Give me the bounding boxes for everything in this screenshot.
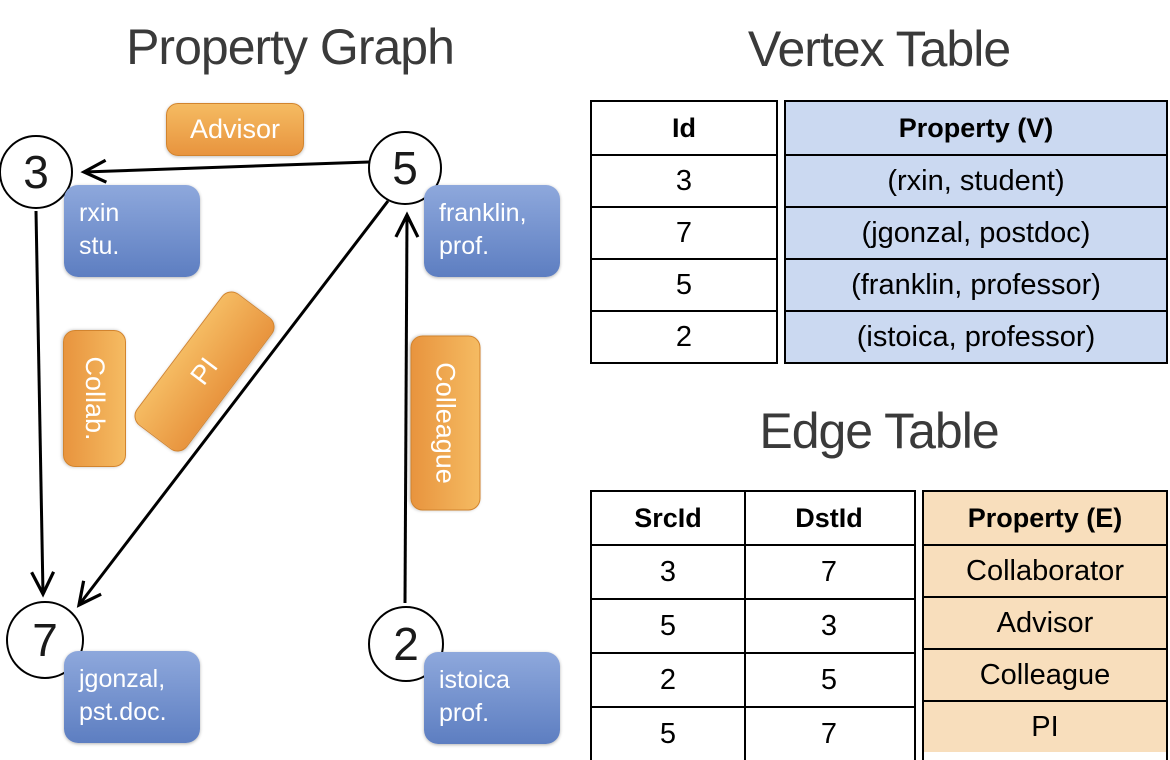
edge-label-text: Advisor (189, 114, 281, 144)
table-cell: 3 (592, 154, 776, 206)
edge-arrow-2-to-5 (394, 211, 420, 604)
property-graph-title: Property Graph (126, 19, 455, 75)
edge-table-title: Edge Table (759, 403, 999, 459)
table-cell: 2 (659, 663, 677, 696)
table-row: 2 5 (592, 652, 914, 706)
edge-table-header-property: Property (E) (924, 492, 1166, 544)
table-cell: (jgonzal, postdoc) (786, 206, 1166, 258)
edge-label-collab: Collab. (63, 330, 126, 467)
table-cell: Collaborator (924, 544, 1166, 596)
table-cell: 7 (744, 708, 912, 760)
edge-table-header-dstid: DstId (744, 492, 912, 544)
property-line: prof. (439, 698, 490, 727)
vertex-node-3: 3 (0, 135, 73, 209)
table-cell: (rxin, student) (786, 154, 1166, 206)
edge-arrow-3-to-7 (30, 210, 56, 598)
vertex-id: 3 (23, 146, 49, 198)
edge-label-text: Collab. (80, 356, 110, 441)
vertex-property-jgonzal: jgonzal, pst.doc. (64, 651, 200, 743)
table-cell: 5 (744, 654, 912, 706)
table-row: 3 7 (592, 544, 914, 598)
edge-label-advisor: Advisor (166, 103, 304, 156)
table-cell: (franklin, professor) (786, 258, 1166, 310)
table-cell: 7 (744, 546, 912, 598)
table-row: SrcId DstId (592, 492, 914, 544)
vertex-table-title: Vertex Table (747, 21, 1011, 77)
table-cell: Advisor (924, 596, 1166, 648)
table-cell: (istoica, professor) (786, 310, 1166, 362)
vertex-table-header-property: Property (V) (786, 102, 1166, 154)
vertex-id: 7 (32, 614, 58, 666)
vertex-table-property-column: Property (V) (rxin, student) (jgonzal, p… (784, 100, 1168, 364)
table-cell: Colleague (924, 648, 1166, 700)
table-cell: 7 (592, 206, 776, 258)
table-cell: 3 (744, 600, 912, 652)
property-line: franklin, (439, 199, 527, 227)
edge-table-header-srcid: SrcId (634, 502, 702, 533)
edge-label-text: Colleague (431, 362, 461, 484)
property-line: prof. (439, 231, 490, 260)
property-line: istoica (439, 666, 510, 694)
vertex-id: 5 (392, 142, 418, 194)
edge-arrow-5-to-3 (80, 158, 370, 184)
vertex-id: 2 (393, 618, 419, 670)
vertex-table-header-id: Id (672, 112, 696, 143)
property-line: rxin (79, 199, 120, 227)
property-line: pst.doc. (79, 697, 167, 726)
table-cell: 5 (659, 717, 677, 750)
property-line: stu. (79, 231, 120, 260)
vertex-table-id-column: Id 3 7 5 2 (590, 100, 778, 364)
table-cell: 2 (592, 310, 776, 362)
edge-label-colleague: Colleague (410, 335, 481, 511)
vertex-property-istoica: istoica prof. (424, 652, 560, 744)
edge-label-text: PI (184, 351, 224, 391)
table-cell: 5 (592, 258, 776, 310)
table-row: 5 7 (592, 706, 914, 760)
vertex-property-rxin: rxin stu. (64, 185, 200, 277)
edge-table-property-column: Property (E) Collaborator Advisor Collea… (922, 490, 1168, 760)
property-line: jgonzal, (79, 665, 166, 693)
graph-edges (30, 158, 420, 608)
table-cell: 3 (659, 555, 677, 588)
table-row: 5 3 (592, 598, 914, 652)
edge-table: SrcId DstId 3 7 5 3 2 5 5 7 Property (E)… (590, 490, 1168, 760)
vertex-table: Id 3 7 5 2 Property (V) (rxin, student) … (590, 100, 1168, 364)
edge-arrow-5-to-7 (76, 200, 390, 608)
edge-table-id-columns: SrcId DstId 3 7 5 3 2 5 5 7 (590, 490, 916, 760)
table-cell: PI (924, 700, 1166, 752)
vertex-property-franklin: franklin, prof. (424, 185, 560, 277)
table-cell: 5 (659, 609, 677, 642)
vertex-node-7: 7 (6, 601, 84, 679)
